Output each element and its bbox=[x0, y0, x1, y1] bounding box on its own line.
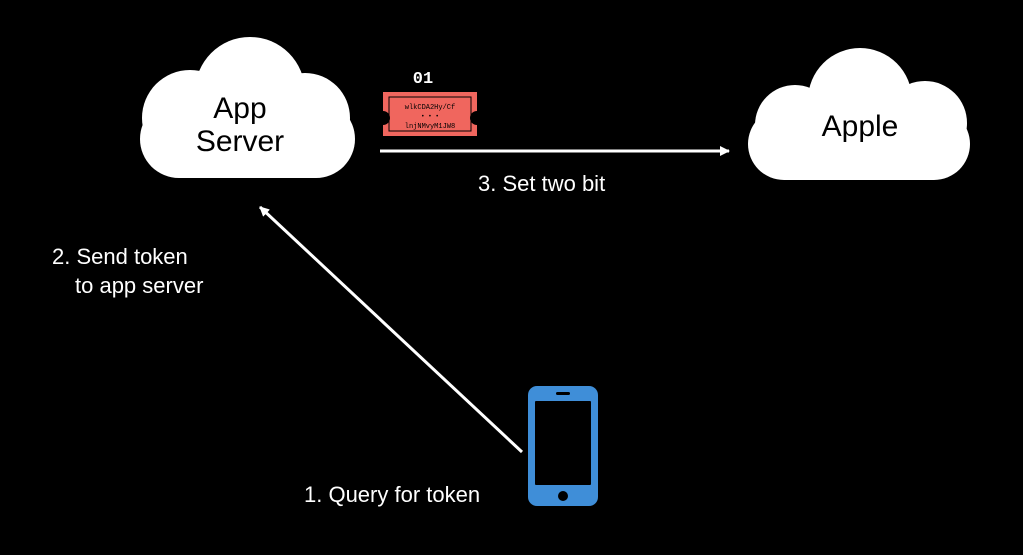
app-server-label: App Server bbox=[180, 92, 300, 158]
token-line-2: lnjNMvyM1JW8 bbox=[405, 123, 455, 131]
ticket-shape bbox=[383, 92, 477, 136]
step-2-label-line-1: 2. Send token bbox=[52, 244, 188, 269]
app-server-label-line-1: App bbox=[213, 92, 267, 125]
step-3-label: 3. Set two bit bbox=[478, 171, 606, 196]
app-server-cloud bbox=[140, 37, 355, 178]
step-2-label-line-2: to app server bbox=[75, 273, 204, 298]
apple-cloud bbox=[748, 48, 970, 180]
app-server-label-line-2: Server bbox=[195, 125, 285, 158]
send-token-arrow bbox=[258, 205, 524, 454]
apple-label: Apple bbox=[821, 110, 899, 143]
step-1-label: 1. Query for token bbox=[304, 482, 481, 507]
token-bits: 01 bbox=[413, 70, 433, 89]
token-line-1: wlkCDA2Hy/Cf bbox=[405, 104, 455, 112]
token-ticket: wlkCDA2Hy/Cf • • • lnjNMvyM1JW8 bbox=[383, 92, 477, 136]
token-dots: • • • bbox=[421, 113, 439, 120]
phone-icon bbox=[528, 386, 598, 506]
